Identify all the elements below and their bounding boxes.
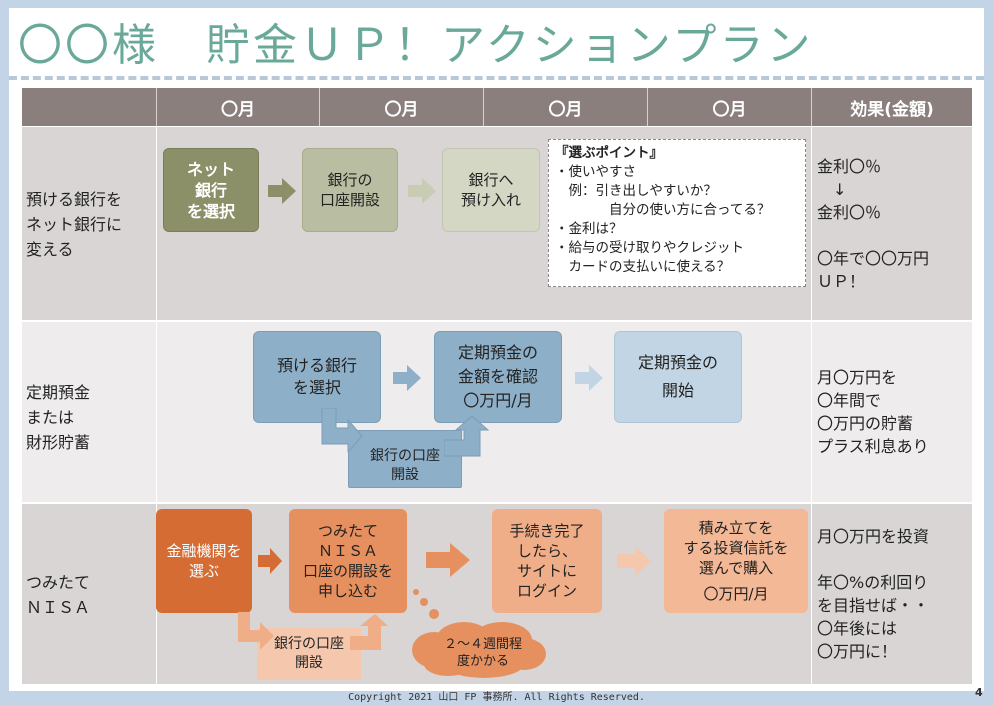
points-line: カードの支払いに使える？ <box>555 259 731 275</box>
arrow-right-icon <box>408 178 436 204</box>
col-divider <box>811 127 812 684</box>
step-select-net-bank: ネット銀行を選択 <box>163 148 259 232</box>
points-line: ・使いやすさ <box>555 164 636 180</box>
points-line: ・金利は？ <box>555 221 623 237</box>
points-line: 例：引き出しやすいか？ <box>555 183 717 199</box>
step-login-site: 手続き完了したら、サイトにログイン <box>492 509 602 613</box>
arrow-right-icon <box>575 365 603 391</box>
bent-arrow-up-icon <box>444 416 490 457</box>
row-label-line: 預ける銀行を <box>26 190 123 209</box>
arrow-right-icon <box>426 543 470 577</box>
header-effect: 効果(金額) <box>812 88 972 126</box>
step-start-deposit: 定期預金の開始 <box>614 331 742 423</box>
arrow-right-icon <box>268 178 296 204</box>
title-divider <box>9 76 984 80</box>
bent-arrow-down-icon <box>321 408 363 452</box>
points-line: ・給与の受け取りやクレジット <box>555 240 744 256</box>
duration-note: ２～４週間程 度かかる <box>443 637 522 669</box>
bent-arrow-down-icon <box>238 612 274 650</box>
arrow-right-icon <box>617 546 651 576</box>
bent-arrow-up-icon <box>350 614 388 650</box>
row-label-line: ネット銀行に <box>26 215 123 234</box>
step-open-account: 銀行の口座開設 <box>302 148 398 232</box>
effect-row-1: 金利〇％ ↓ 金利〇％ 〇年で〇〇万円 ＵＰ！ <box>817 157 930 291</box>
step-confirm-amount: 定期預金の金額を確認〇万円/月 <box>434 331 562 423</box>
sub-step-open-account-nisa: 銀行の口座開設 <box>257 628 361 680</box>
header-month-1: 〇月 <box>157 88 320 126</box>
thought-cloud-icon <box>412 589 546 678</box>
step-deposit: 銀行へ預け入れ <box>442 148 540 232</box>
header-month-4: 〇月 <box>648 88 812 126</box>
step-buy-fund: 積み立てをする投資信託を選んで購入〇万円/月 <box>664 509 808 613</box>
row-label-line: 変える <box>26 240 74 259</box>
arrow-right-icon <box>258 548 282 574</box>
header-month-2: 〇月 <box>320 88 484 126</box>
points-title: 『選ぶポイント』 <box>555 145 663 161</box>
copyright-footer: Copyright 2021 山口 FP 事務所. All Rights Res… <box>348 692 645 703</box>
page-number: 4 <box>975 686 983 699</box>
step-choose-institution: 金融機関を選ぶ <box>156 509 252 613</box>
header-blank <box>22 88 157 126</box>
step-select-bank: 預ける銀行を選択 <box>253 331 381 423</box>
row-label-time-deposit: 定期預金 または 財形貯蓄 <box>26 383 91 452</box>
effect-row-3: 月〇万円を投資 年〇%の利回り を目指せば・・ 〇年後には 〇万円に！ <box>817 527 930 661</box>
row-label-nisa: つみたて ＮＩＳＡ <box>26 573 91 617</box>
header-month-3: 〇月 <box>484 88 648 126</box>
selection-points-note: 『選ぶポイント』 ・使いやすさ 例：引き出しやすいか？ 自分の使い方に合ってる？… <box>548 139 806 287</box>
sub-step-open-account: 銀行の口座開設 <box>348 430 462 488</box>
col-divider <box>156 127 157 684</box>
page-title: 〇〇様 貯金ＵＰ！アクションプラン <box>18 20 814 71</box>
arrow-right-icon <box>393 365 421 391</box>
points-line: 自分の使い方に合ってる？ <box>555 202 771 218</box>
row-label-net-bank: 預ける銀行を ネット銀行に 変える <box>26 187 122 262</box>
effect-row-2: 月〇万円を 〇年間で 〇万円の貯蓄 プラス利息あり <box>817 368 929 456</box>
